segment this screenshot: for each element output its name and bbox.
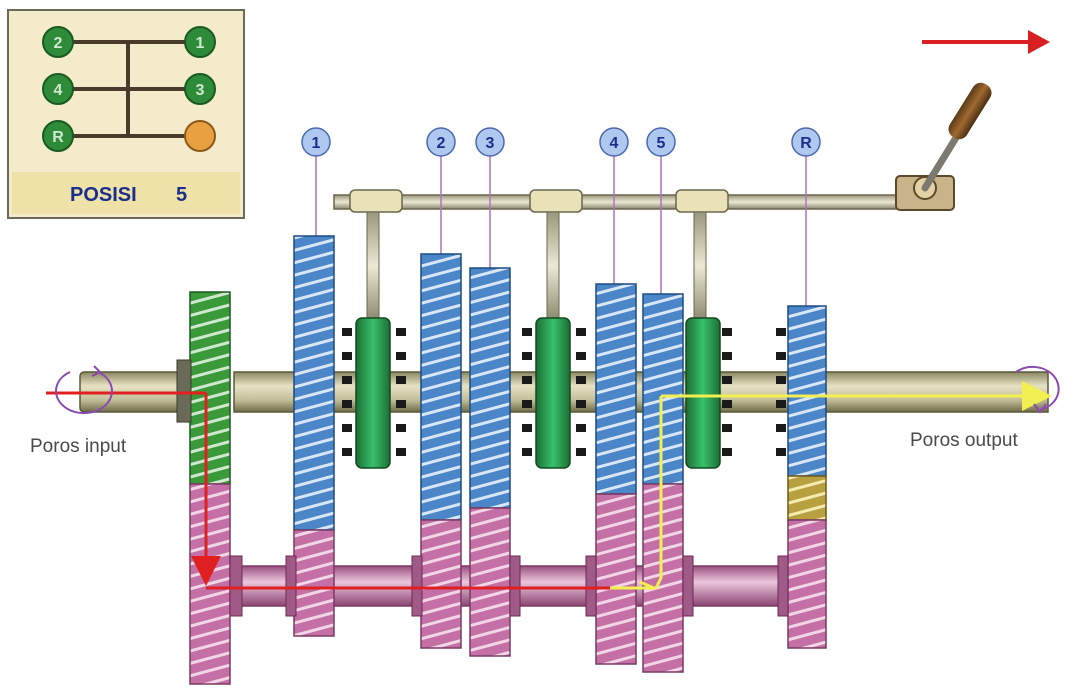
shift-knob-active[interactable] [185,121,215,151]
svg-text:4: 4 [54,82,63,99]
svg-text:1: 1 [312,135,321,152]
shift-knob[interactable]: 4 [43,74,73,104]
gear-labels: 1 2 3 4 5 R [302,128,820,306]
svg-text:5: 5 [657,135,666,152]
input-shaft-label: Poros input [30,436,127,457]
svg-text:1: 1 [196,35,205,52]
svg-text:2: 2 [437,135,446,152]
gear-3 [470,268,510,656]
output-shaft-label: Poros output [910,430,1018,451]
gear-label-1: 1 [302,128,330,236]
input-gear [177,292,230,684]
gear-1 [294,236,334,636]
svg-text:R: R [800,135,812,152]
svg-text:R: R [52,129,64,146]
direction-arrow-icon [922,30,1050,54]
gear-5 [643,294,683,672]
gear-reverse [788,306,826,648]
svg-text:3: 3 [486,135,495,152]
gear-label-5: 5 [647,128,675,294]
svg-text:3: 3 [196,82,205,99]
svg-text:2: 2 [54,35,63,52]
shift-knob[interactable]: 1 [185,27,215,57]
shift-knob[interactable]: 3 [185,74,215,104]
shift-knob[interactable]: R [43,121,73,151]
position-number: 5 [176,184,187,206]
gear-label-2: 2 [427,128,455,254]
shift-pattern-box: 2 1 4 3 R POSISI 5 [8,10,244,218]
gear-label-r: R [792,128,820,306]
shift-lever-icon[interactable] [896,79,995,210]
shift-knob[interactable]: 2 [43,27,73,57]
gear-4 [596,284,636,664]
svg-text:4: 4 [610,135,619,152]
position-title: POSISI [70,184,137,206]
